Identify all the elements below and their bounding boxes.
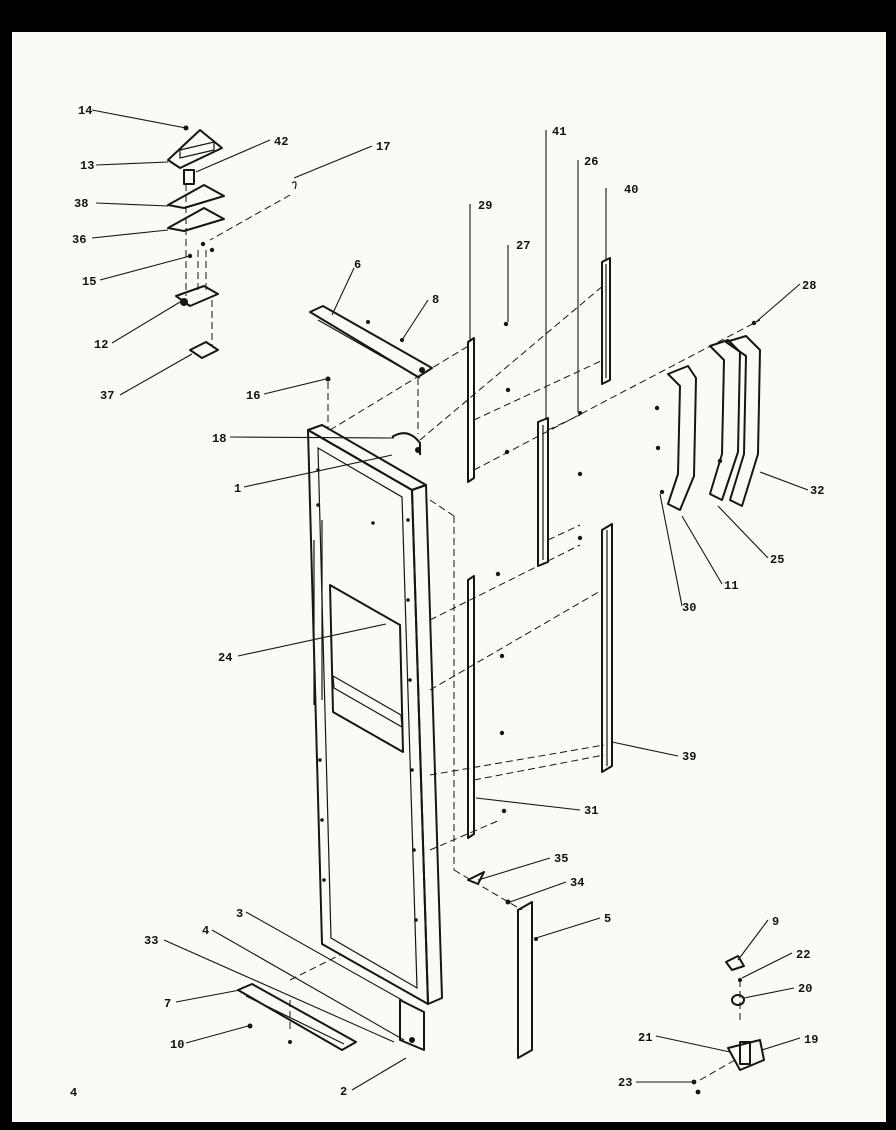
callout-23: 23	[618, 1076, 632, 1090]
callout-2: 2	[340, 1085, 347, 1099]
callout-36: 36	[72, 233, 86, 247]
callout-18: 18	[212, 432, 226, 446]
callout-13: 13	[80, 159, 94, 173]
callout-39: 39	[682, 750, 696, 764]
callout-3: 3	[236, 907, 243, 921]
door-handle-parts	[654, 320, 761, 511]
callout-25: 25	[770, 553, 784, 567]
exploded-parts-diagram: 14 13 38 36 15 12 37 42 17 6 8 16 18 1 2…	[70, 104, 824, 1100]
top-cap	[309, 305, 433, 379]
assembly-leader-lines	[289, 284, 761, 1081]
tube-part	[325, 376, 421, 455]
callout-4: 4	[202, 924, 209, 938]
callout-37: 37	[100, 389, 114, 403]
callout-16: 16	[246, 389, 260, 403]
callout-labels: 14 13 38 36 15 12 37 42 17 6 8 16 18 1 2…	[70, 104, 824, 1100]
callout-28: 28	[802, 279, 816, 293]
callout-41: 41	[552, 125, 566, 139]
callout-8: 8	[432, 293, 439, 307]
door-frame	[307, 424, 443, 1051]
callout-7: 7	[164, 997, 171, 1011]
top-hinge-assembly	[167, 125, 297, 359]
callout-19: 19	[804, 1033, 818, 1047]
diagram-sheet: 14 13 38 36 15 12 37 42 17 6 8 16 18 1 2…	[12, 32, 886, 1122]
callout-27: 27	[516, 239, 530, 253]
callout-31: 31	[584, 804, 598, 818]
callout-21: 21	[638, 1031, 652, 1045]
callout-29: 29	[478, 199, 492, 213]
bottom-right-hinge	[691, 955, 765, 1095]
callout-leaders	[91, 109, 809, 1091]
callout-12: 12	[94, 338, 108, 352]
callout-24: 24	[218, 651, 232, 665]
callout-17: 17	[376, 140, 390, 154]
callout-20: 20	[798, 982, 812, 996]
callout-34: 34	[570, 876, 584, 890]
callout-14: 14	[78, 104, 92, 118]
callout-6: 6	[354, 258, 361, 272]
callout-32: 32	[810, 484, 824, 498]
callout-33: 33	[144, 934, 158, 948]
bottom-hinge-bar	[237, 983, 357, 1051]
callout-35: 35	[554, 852, 568, 866]
callout-42: 42	[274, 135, 288, 149]
callout-30: 30	[682, 601, 696, 615]
vertical-strips	[467, 257, 613, 839]
callout-9: 9	[772, 915, 779, 929]
lower-strip	[467, 871, 538, 1059]
callout-40: 40	[624, 183, 638, 197]
callout-5: 5	[604, 912, 611, 926]
callout-10: 10	[170, 1038, 184, 1052]
callout-15: 15	[82, 275, 96, 289]
callout-1: 1	[234, 482, 241, 496]
callout-22: 22	[796, 948, 810, 962]
page-number: 4	[70, 1086, 77, 1100]
callout-11: 11	[724, 579, 738, 593]
callout-26: 26	[584, 155, 598, 169]
callout-38: 38	[74, 197, 88, 211]
